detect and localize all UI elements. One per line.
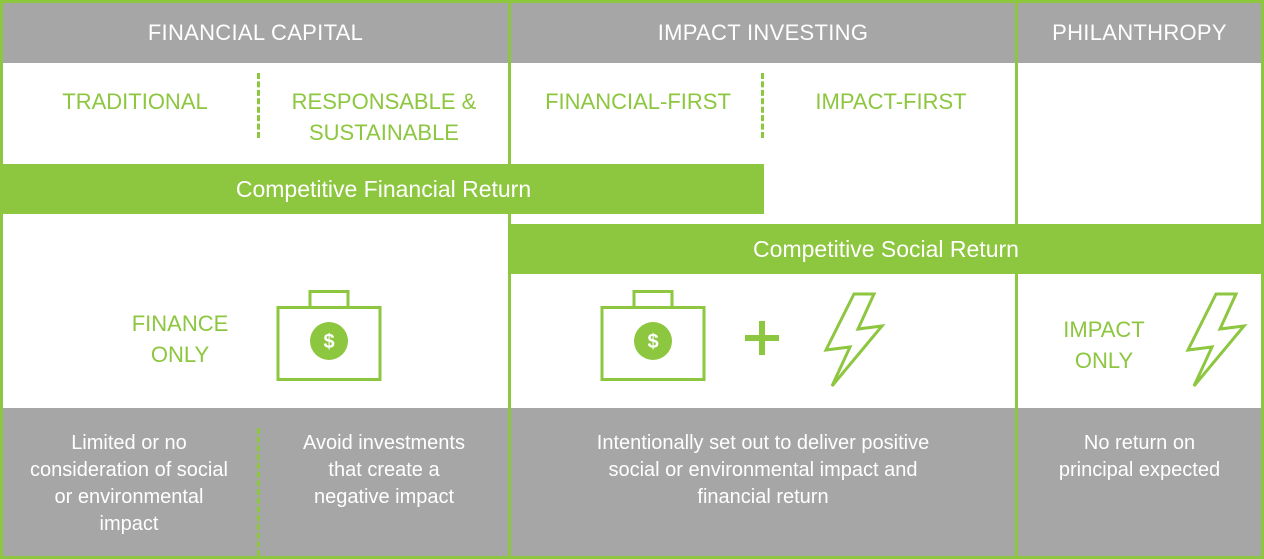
subheader-financial-first-label: FINANCIAL-FIRST	[545, 89, 731, 114]
description-impact-investing: Intentionally set out to deliver positiv…	[511, 430, 1015, 511]
bar-competitive-social-return-label: Competitive Social Return	[753, 235, 1019, 262]
desc-panel-financial-capital	[3, 408, 508, 556]
desc-panel-impact-investing	[511, 408, 1015, 556]
desc-panel-philanthropy	[1018, 408, 1261, 556]
header-impact-investing-label: IMPACT INVESTING	[657, 20, 869, 45]
description-impact-investing-line: financial return	[697, 486, 829, 508]
description-philanthropy: No return on principal expected	[1018, 430, 1261, 484]
subheader-impact-first-label: IMPACT-FIRST	[815, 89, 967, 114]
money-bag-icon: $	[276, 290, 382, 381]
header-financial-capital-label: FINANCIAL CAPITAL	[147, 20, 364, 45]
bar-competitive-financial-return: Competitive Financial Return	[3, 164, 764, 214]
divider-financial-impact	[508, 0, 511, 559]
label-impact-only-line2: ONLY	[1074, 348, 1134, 373]
header-financial-capital: FINANCIAL CAPITAL	[3, 3, 508, 63]
bar-competitive-social-return: Competitive Social Return	[511, 224, 1261, 274]
description-impact-investing-line: Intentionally set out to deliver positiv…	[596, 432, 930, 454]
description-traditional-line: consideration of social	[30, 459, 228, 481]
header-philanthropy-label: PHILANTHROPY	[1052, 20, 1227, 45]
description-philanthropy-line: No return on	[1083, 432, 1196, 454]
header-impact-investing: IMPACT INVESTING	[511, 3, 1015, 63]
money-bag-icon: $	[600, 290, 706, 381]
dashed-divider-impact-investing	[761, 73, 764, 138]
label-impact-only: IMPACT ONLY	[1048, 314, 1160, 376]
label-finance-only: FINANCE ONLY	[100, 308, 260, 370]
bar-competitive-financial-return-label: Competitive Financial Return	[235, 175, 532, 202]
subheader-traditional-label: TRADITIONAL	[62, 89, 208, 114]
subheader-responsable-sustainable: RESPONSABLE & SUSTAINABLE	[264, 86, 504, 148]
description-responsable: Avoid investments that create a negative…	[262, 430, 506, 511]
label-impact-only-line1: IMPACT	[1063, 317, 1145, 342]
description-impact-investing-line: social or environmental impact and	[608, 459, 918, 481]
dashed-divider-financial-capital	[257, 73, 260, 138]
subheader-responsable-line2: SUSTAINABLE	[309, 120, 459, 145]
description-traditional-line: impact	[99, 513, 159, 535]
plus-icon	[745, 321, 779, 355]
description-traditional: Limited or no consideration of social or…	[3, 430, 255, 538]
subheader-financial-first: FINANCIAL-FIRST	[520, 86, 756, 117]
subheader-impact-first: IMPACT-FIRST	[772, 86, 1010, 117]
description-philanthropy-line: principal expected	[1058, 459, 1221, 481]
description-responsable-line: that create a	[328, 459, 440, 481]
subheader-traditional: TRADITIONAL	[20, 86, 250, 117]
description-traditional-line: Limited or no	[71, 432, 187, 454]
header-philanthropy: PHILANTHROPY	[1018, 3, 1261, 63]
subheader-responsable-line1: RESPONSABLE &	[291, 89, 477, 114]
label-finance-only-line1: FINANCE	[131, 311, 229, 336]
label-finance-only-line2: ONLY	[150, 342, 210, 367]
dollar-symbol: $	[647, 331, 658, 353]
description-responsable-line: negative impact	[313, 486, 455, 508]
dollar-symbol: $	[323, 331, 334, 353]
description-traditional-line: or environmental	[54, 486, 204, 508]
description-responsable-line: Avoid investments	[303, 432, 465, 454]
dashed-divider-descriptions	[257, 428, 260, 556]
lightning-bolt-icon	[1185, 292, 1248, 387]
lightning-bolt-icon	[823, 292, 886, 387]
divider-impact-philanthropy	[1015, 0, 1018, 559]
